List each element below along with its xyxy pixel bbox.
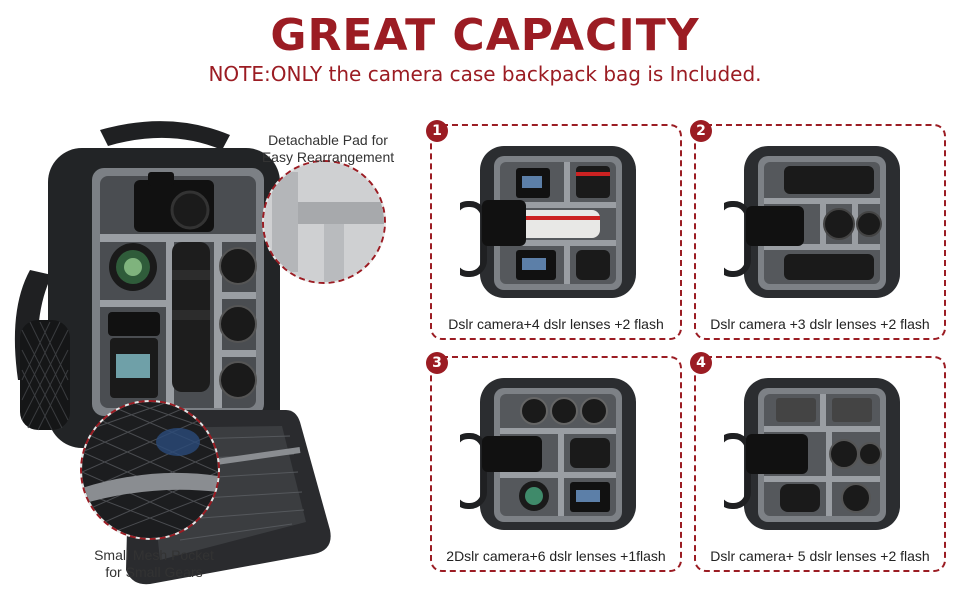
hero-backpack: Detachable Pad for Easy Rearrangement Sm… xyxy=(0,110,420,600)
panel-caption: Dslr camera+4 dslr lenses +2 flash xyxy=(448,316,664,332)
mesh-pocket-closeup xyxy=(82,402,218,538)
detachable-pad-callout xyxy=(262,160,386,284)
bag-layout-4 xyxy=(724,378,900,530)
bag-layout-2 xyxy=(724,146,900,298)
panel-number-badge: 1 xyxy=(426,120,448,142)
layout-panel-3: 3 2Dslr camera+6 dslr lenses +1flash xyxy=(426,352,682,572)
layout-panel-2: 2 Dslr camera +3 dslr lenses +2 flash xyxy=(690,120,946,340)
detachable-pad-label: Detachable Pad for Easy Rearrangement xyxy=(261,132,395,165)
panel-caption: Dslr camera +3 dslr lenses +2 flash xyxy=(710,316,930,332)
mesh-pocket-label: Small Mesh Pocket for Small Gears xyxy=(94,547,214,580)
panel-caption: Dslr camera+ 5 dslr lenses +2 flash xyxy=(710,548,930,564)
panel-number-badge: 3 xyxy=(426,352,448,374)
page-title: GREAT CAPACITY xyxy=(270,10,700,61)
panel-caption: 2Dslr camera+6 dslr lenses +1flash xyxy=(446,548,666,564)
panel-number-badge: 4 xyxy=(690,352,712,374)
backpack-illustration xyxy=(14,121,331,585)
padded-divider-closeup xyxy=(264,162,384,282)
panel-number-badge: 2 xyxy=(690,120,712,142)
page-note: NOTE:ONLY the camera case backpack bag i… xyxy=(208,62,762,86)
bag-layout-3 xyxy=(460,378,636,530)
bag-layout-1 xyxy=(460,146,636,298)
layout-panel-4: 4 Dslr camera+ 5 dslr lenses +2 flash xyxy=(690,352,946,572)
mesh-pocket-callout xyxy=(80,400,220,540)
layout-panel-1: 1 Dslr camera+4 dslr lenses +2 flash xyxy=(426,120,682,340)
